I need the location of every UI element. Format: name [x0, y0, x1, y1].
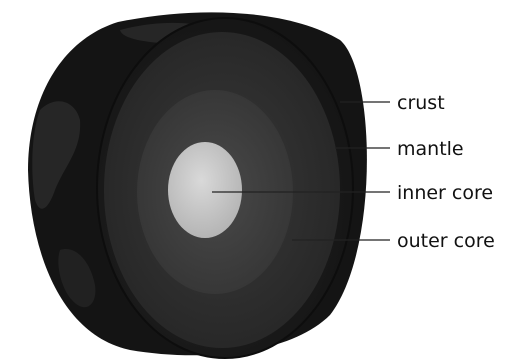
- inner-core-layer: [168, 142, 242, 238]
- layer-labels: crust mantle inner core outer core: [397, 92, 495, 252]
- crust-label: crust: [397, 92, 445, 114]
- mantle-label: mantle: [397, 138, 464, 160]
- earth-globe: [28, 12, 367, 358]
- outer-core-label: outer core: [397, 230, 495, 252]
- inner-core-label: inner core: [397, 182, 493, 204]
